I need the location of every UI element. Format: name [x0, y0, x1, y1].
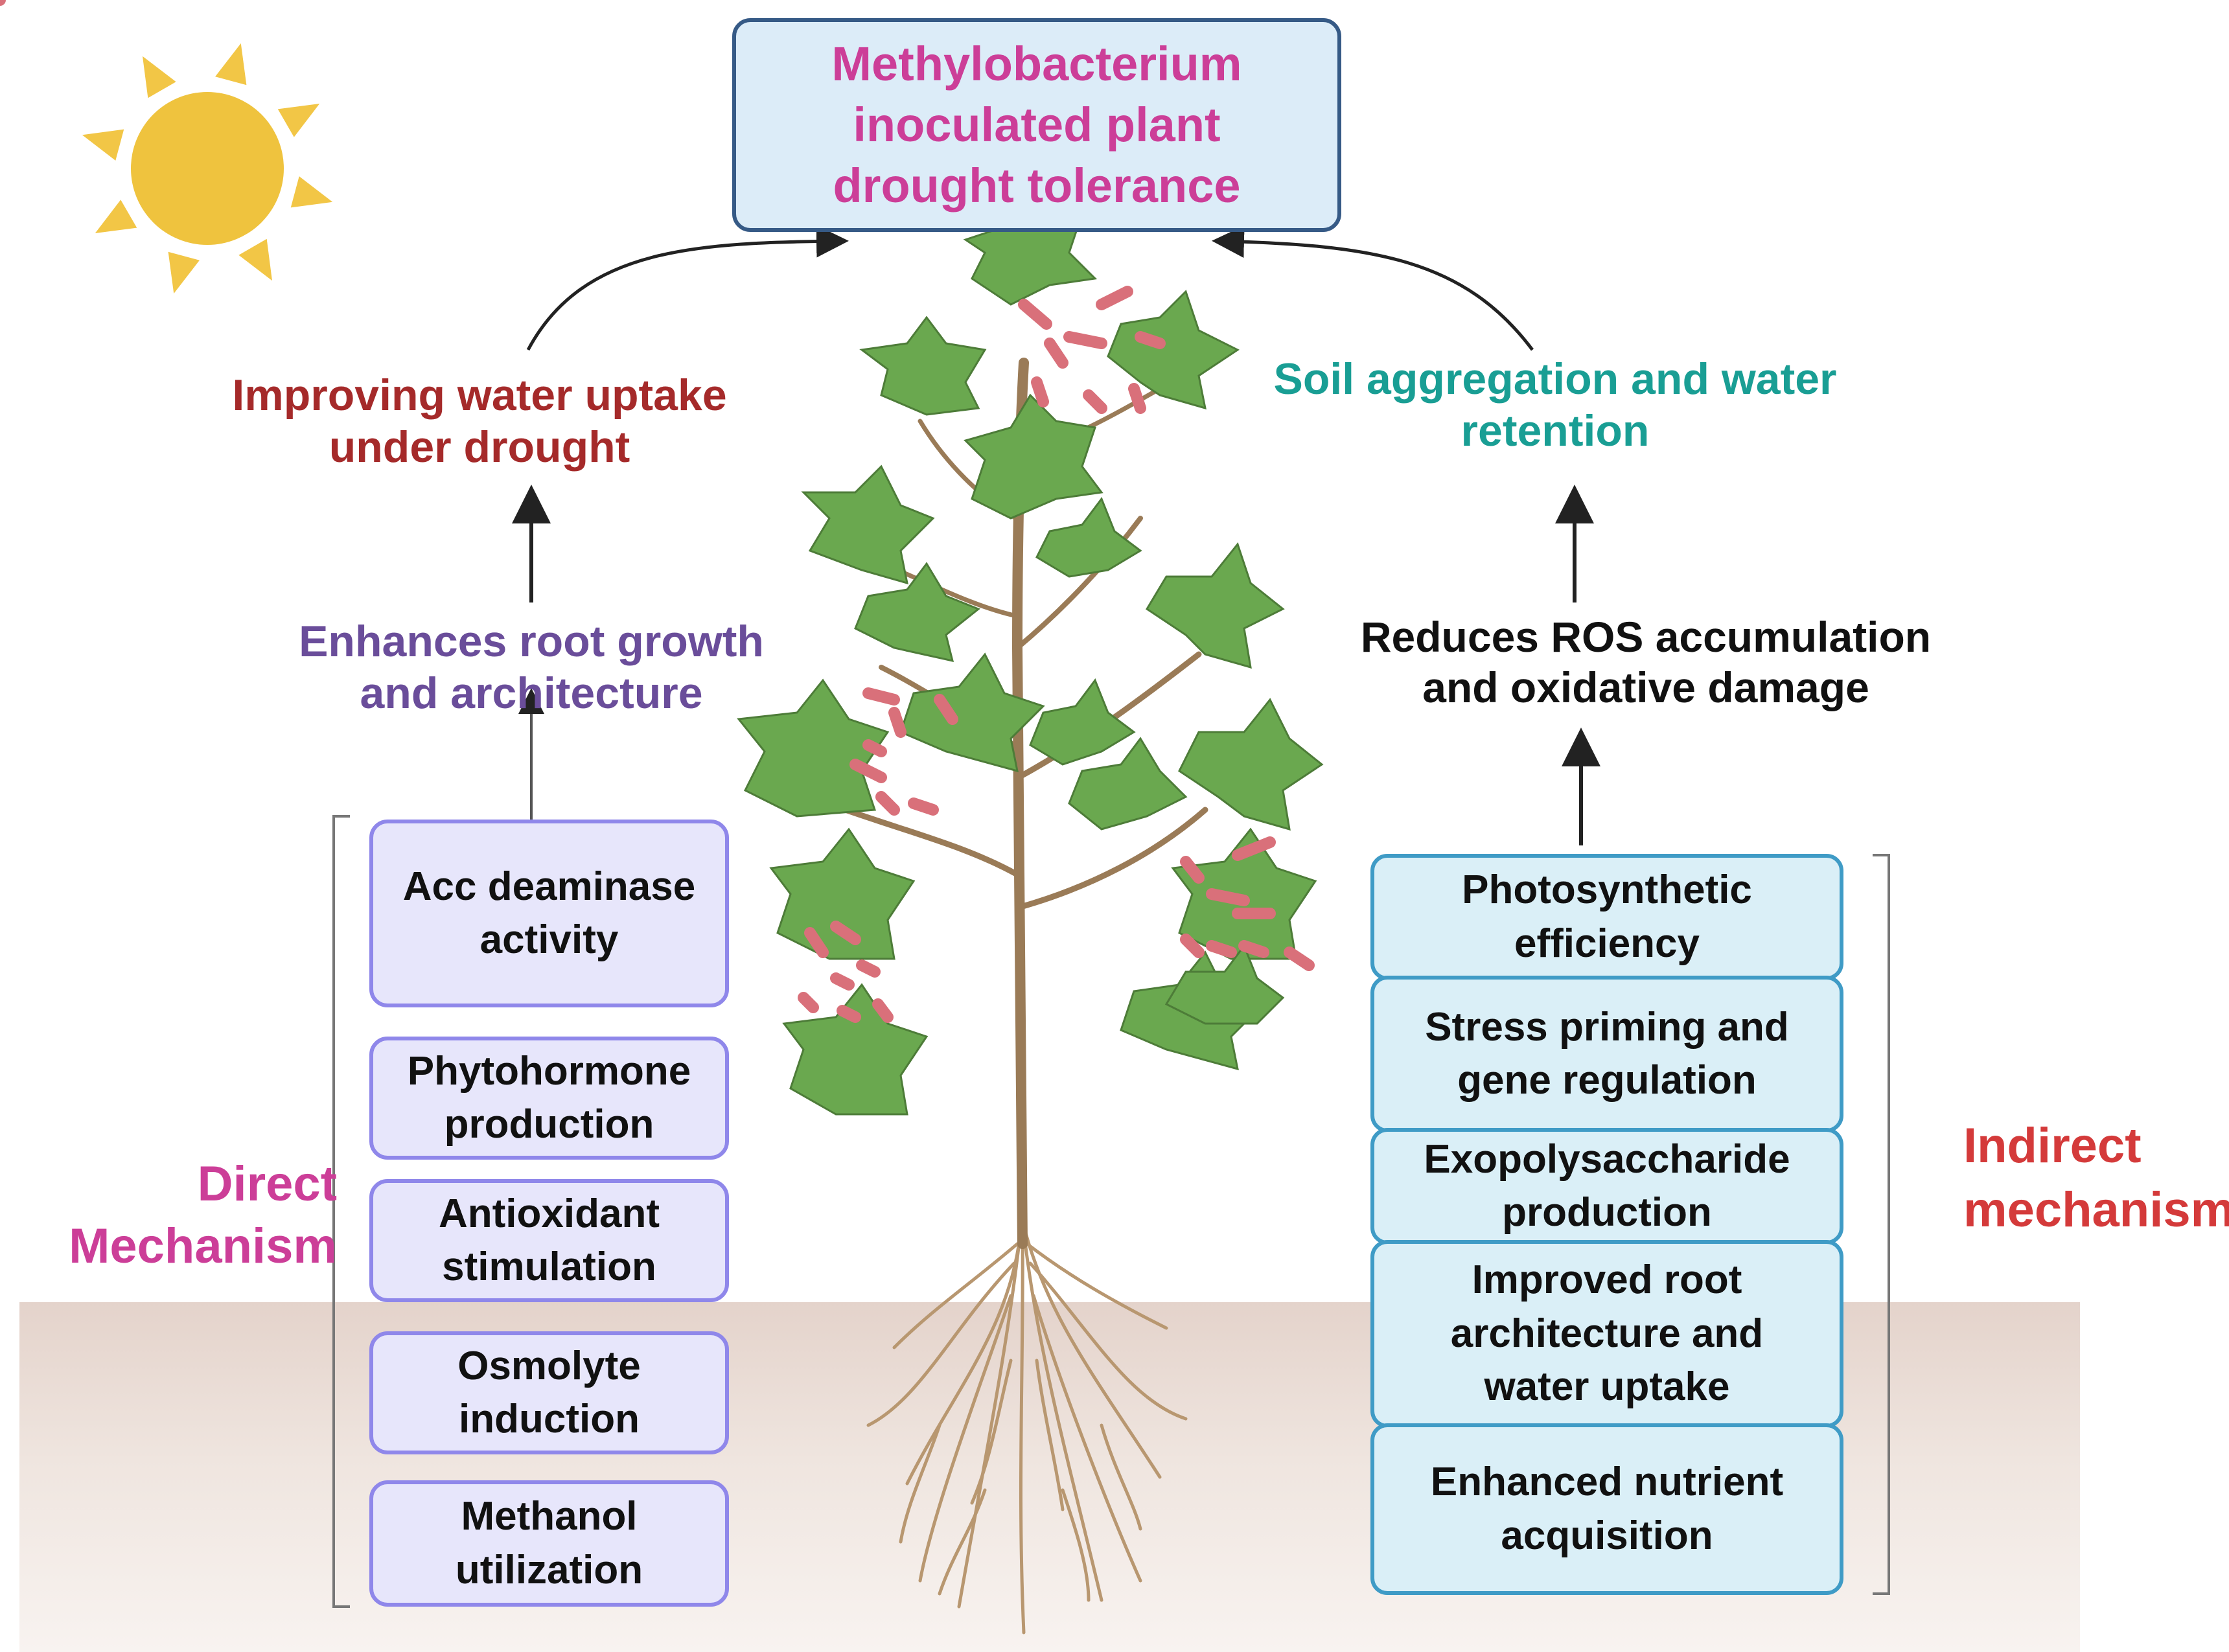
methanol-line-1: Methanol [461, 1494, 638, 1539]
direct-label-line-2: Mechanism [69, 1218, 337, 1274]
stress-priming-line-2: gene regulation [1457, 1058, 1757, 1103]
direct-bracket [332, 815, 350, 1608]
indirect-bracket [1873, 854, 1890, 1595]
nutrient-acquisition-box: Enhanced nutrient acquisition [1370, 1423, 1843, 1595]
stress-priming-box: Stress priming and gene regulation [1370, 976, 1843, 1132]
exopolysaccharide-line-2: production [1502, 1190, 1712, 1235]
nutrient-line-2: acquisition [1501, 1513, 1713, 1558]
indirect-mechanism-label: Indirect mechanism [1963, 1114, 2229, 1243]
antioxidant-line-2: stimulation [442, 1245, 656, 1289]
soil-retention-line-1: Soil aggregation and water [1273, 354, 1837, 404]
root-growth-line-2: and architecture [360, 669, 703, 718]
direct-mechanism-label: Direct Mechanism [39, 1153, 337, 1278]
water-uptake-line-1: Improving water uptake [232, 371, 727, 420]
root-growth-label: Enhances root growth and architecture [272, 615, 791, 719]
bacteria-icon [0, 0, 1315, 1023]
soil-retention-line-2: retention [1461, 406, 1650, 456]
root-architecture-line-3: water uptake [1484, 1364, 1730, 1410]
title-line-2: inoculated plant [853, 98, 1221, 152]
title-line-1: Methylobacterium [831, 37, 1242, 91]
root-architecture-line-1: Improved root [1472, 1257, 1742, 1303]
water-uptake-label: Improving water uptake under drought [214, 369, 745, 473]
ros-line-1: Reduces ROS accumulation [1360, 613, 1932, 661]
photosynthetic-line-2: efficiency [1514, 921, 1700, 966]
root-growth-line-1: Enhances root growth [299, 617, 764, 666]
sun-icon [82, 43, 333, 294]
arrow-left-curve [526, 225, 849, 351]
leaves [737, 192, 1324, 1116]
photosynthetic-box: Photosynthetic efficiency [1370, 854, 1843, 980]
acc-line-2: activity [479, 917, 619, 962]
osmolyte-line-2: induction [459, 1397, 640, 1441]
indirect-label-line-2: mechanism [1963, 1182, 2229, 1237]
indirect-label-line-1: Indirect [1963, 1118, 2142, 1173]
osmolyte-box: Osmolyte induction [369, 1331, 729, 1454]
title-box: Methylobacterium inoculated plant drough… [732, 18, 1341, 232]
methanol-line-2: utilization [455, 1547, 643, 1592]
roots [866, 1229, 1188, 1635]
exopolysaccharide-box: Exopolysaccharide production [1370, 1128, 1843, 1245]
antioxidant-line-1: Antioxidant [439, 1191, 660, 1236]
phytohormone-box: Phytohormone production [369, 1037, 729, 1160]
osmolyte-line-1: Osmolyte [457, 1343, 641, 1388]
arrow-right-curve [1212, 225, 1534, 351]
ros-label: Reduces ROS accumulation and oxidative d… [1335, 612, 1957, 713]
root-architecture-box: Improved root architecture and water uptak… [1370, 1240, 1843, 1428]
stress-priming-line-1: Stress priming and [1425, 1004, 1789, 1050]
direct-label-line-1: Direct [197, 1156, 337, 1211]
phytohormone-line-2: production [444, 1102, 654, 1147]
acc-deaminase-box: Acc deaminase activity [369, 820, 729, 1007]
methanol-box: Methanol utilization [369, 1480, 729, 1607]
soil-retention-label: Soil aggregation and water retention [1251, 353, 1860, 457]
exopolysaccharide-line-1: Exopolysaccharide [1424, 1136, 1790, 1182]
water-uptake-line-2: under drought [329, 422, 630, 472]
phytohormone-line-1: Phytohormone [407, 1048, 691, 1094]
photosynthetic-line-1: Photosynthetic [1462, 867, 1752, 913]
root-architecture-line-2: architecture and [1450, 1311, 1764, 1356]
antioxidant-box: Antioxidant stimulation [369, 1179, 729, 1302]
ros-line-2: and oxidative damage [1422, 663, 1869, 711]
title-line-3: drought tolerance [833, 158, 1241, 212]
nutrient-line-1: Enhanced nutrient [1430, 1460, 1784, 1505]
acc-line-1: Acc deaminase [402, 864, 696, 909]
